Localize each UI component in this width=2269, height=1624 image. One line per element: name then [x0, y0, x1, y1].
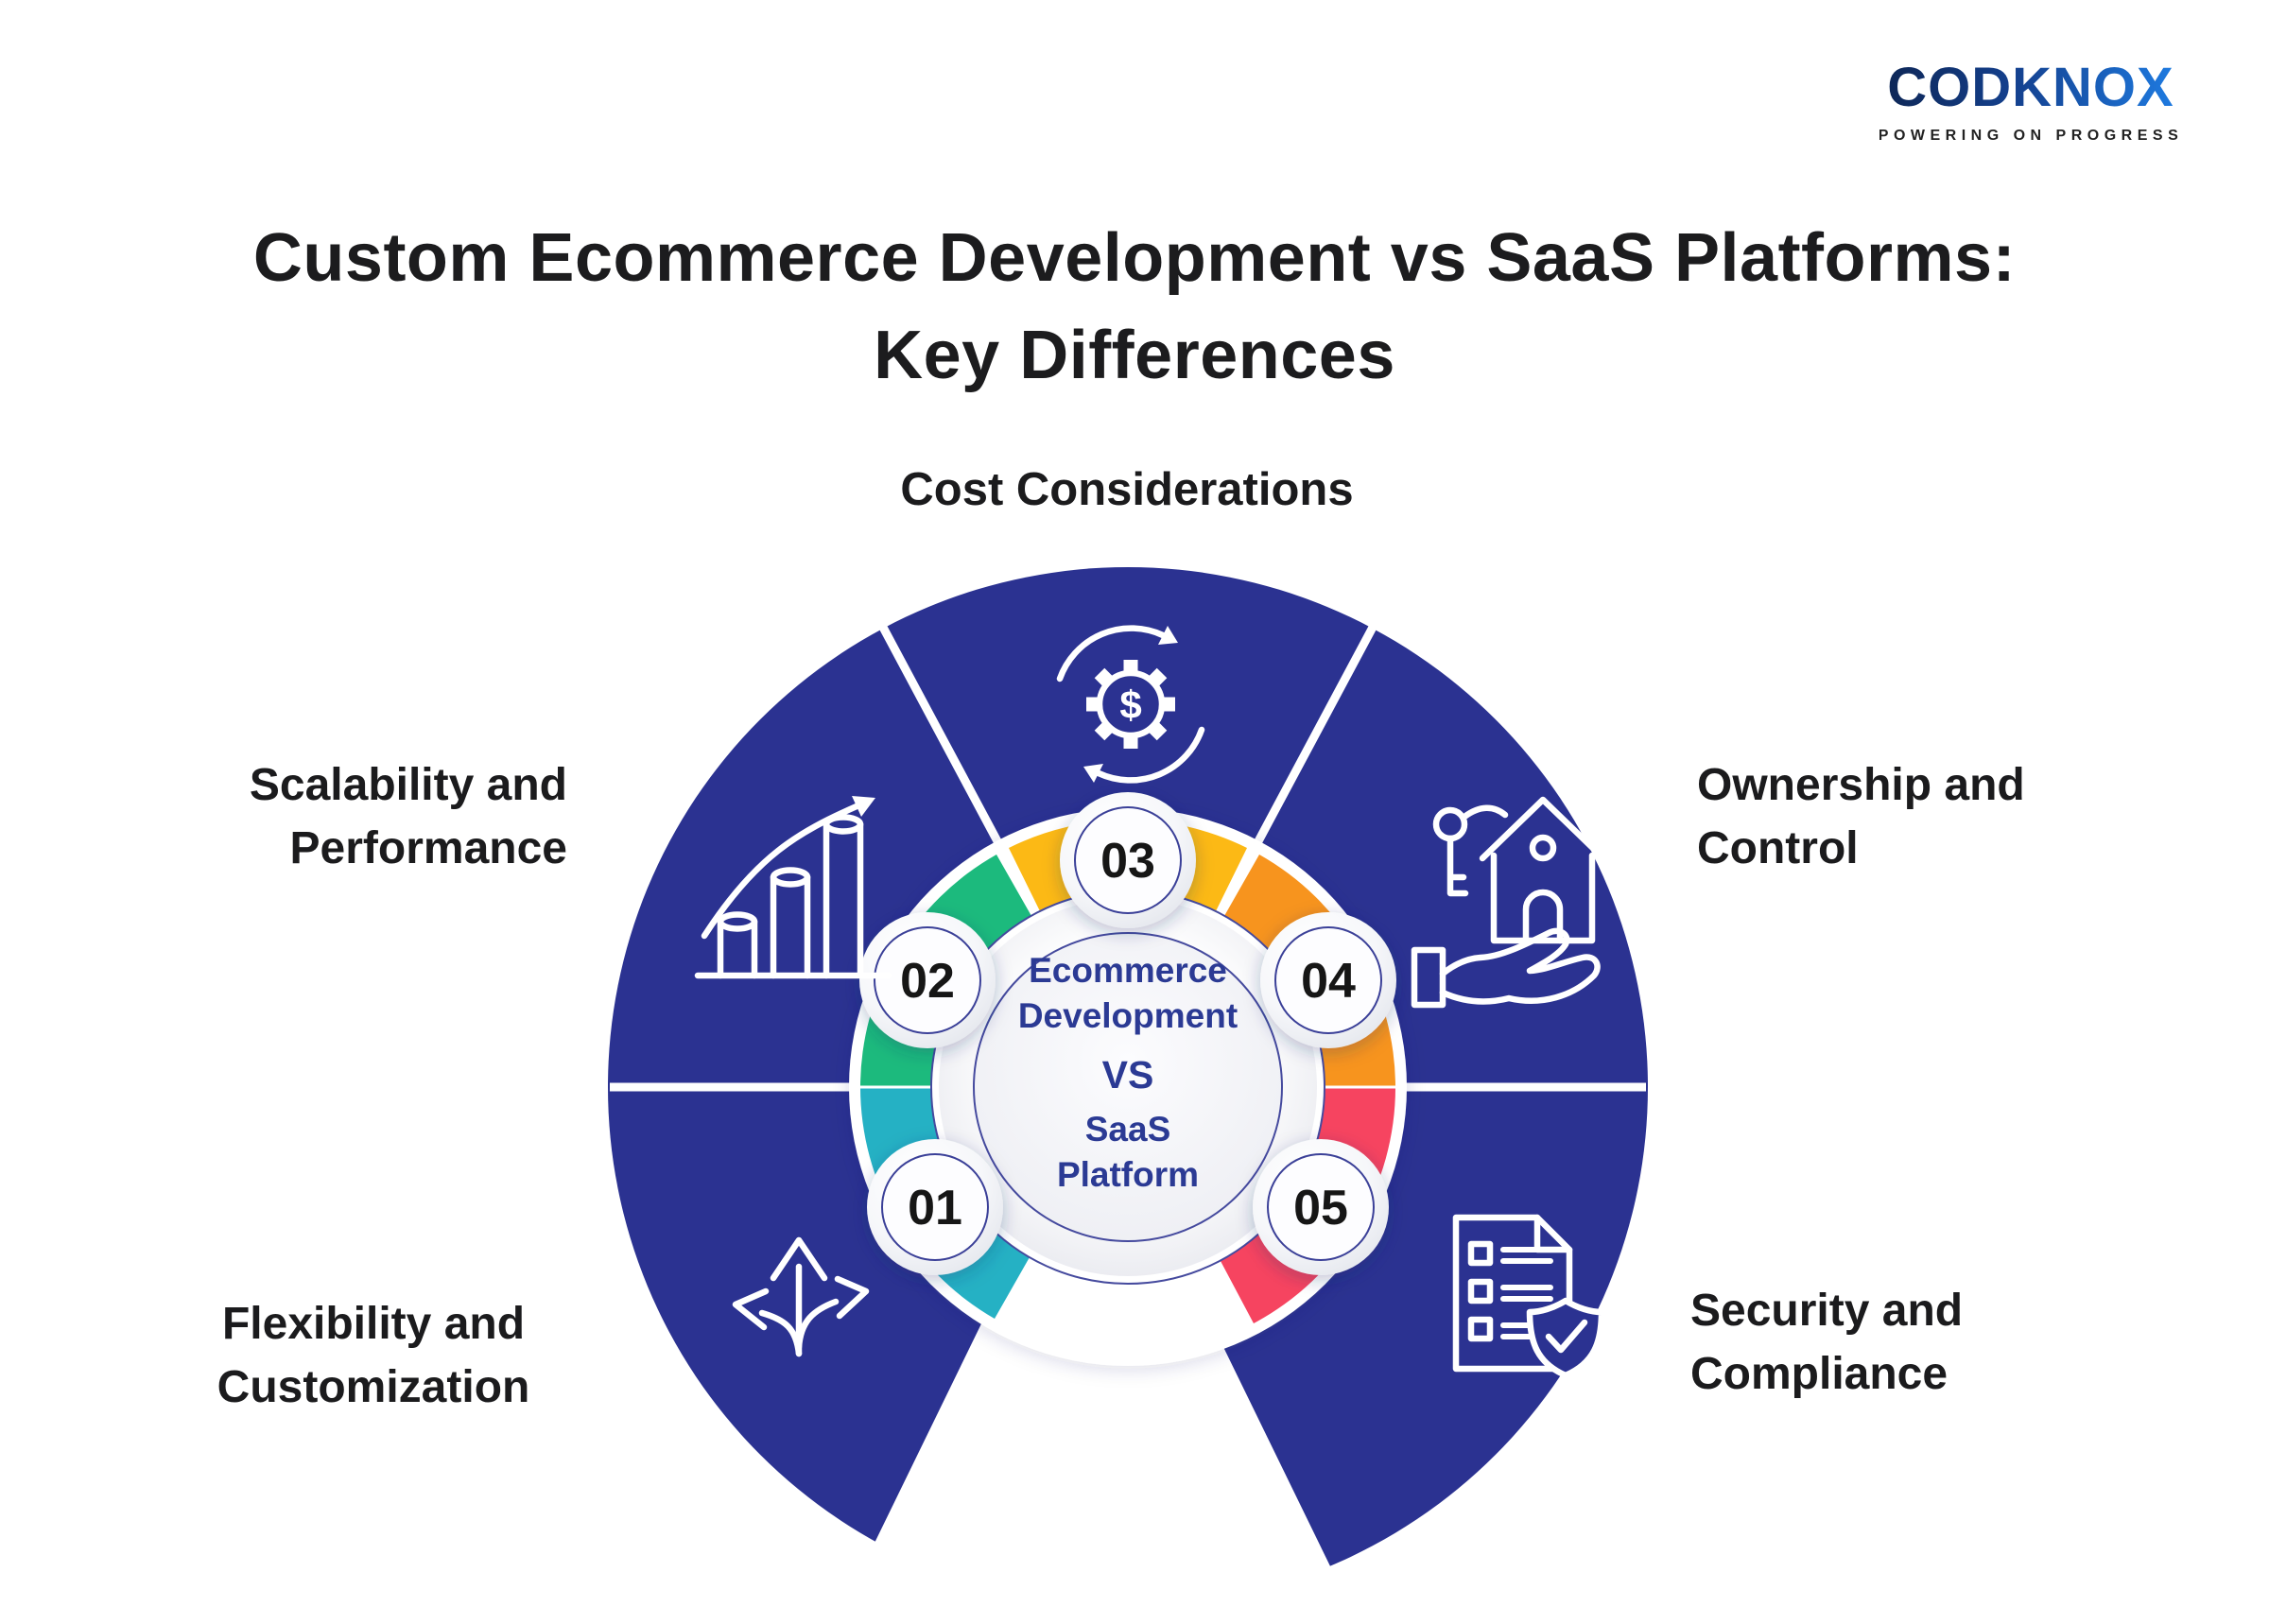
dollar-sign: $	[1119, 682, 1141, 727]
label-scalability-performance: Scalability and Performance	[249, 760, 567, 873]
center-circle	[973, 932, 1283, 1242]
center-ecommerce-label: Ecommerce Development	[1017, 951, 1238, 1035]
brand-logo: CODKNOX POWERING ON PROGRESS	[1879, 45, 2182, 151]
badge-number-04: 04	[1301, 954, 1356, 1009]
step-badge-04: 04	[1260, 912, 1396, 1048]
growth-chart-icon	[694, 796, 892, 979]
key-house-hand-icon	[1411, 796, 1607, 1009]
page-title-line1: Custom Ecommerce Development vs SaaS Pla…	[252, 220, 2017, 296]
brand-logo-text: CODKNOX	[1887, 57, 2174, 118]
step-badges: 01 02 03 04 05	[859, 792, 1396, 1275]
step-badge-05: 05	[1253, 1139, 1389, 1275]
step-badge-03: 03	[1060, 792, 1196, 928]
center-versus-text: Ecommerce Development VS SaaS Platform	[986, 948, 1270, 1198]
badge-number-05: 05	[1293, 1181, 1348, 1235]
label-flexibility-customization: Flexibility and Customization	[217, 1299, 530, 1412]
badge-number-03: 03	[1100, 834, 1155, 889]
label-security-compliance: Security and Compliance	[1690, 1286, 1964, 1399]
dollar-gear-cycle-icon: $	[1056, 625, 1205, 784]
badge-number-01: 01	[908, 1181, 962, 1235]
page-title-line2: Key Differences	[874, 318, 1395, 393]
three-way-arrows-icon	[732, 1236, 870, 1357]
label-ownership-control: Ownership and Control	[1697, 760, 2025, 873]
checklist-shield-icon	[1452, 1214, 1605, 1379]
badge-number-02: 02	[900, 954, 955, 1009]
center-vs-label: VS	[1101, 1053, 1154, 1097]
page-title: Custom Ecommerce Development vs SaaS Pla…	[0, 210, 2269, 405]
step-badge-02: 02	[859, 912, 996, 1048]
brand-tagline: POWERING ON PROGRESS	[1879, 128, 2182, 144]
label-cost-considerations: Cost Considerations	[900, 464, 1354, 515]
step-badge-01: 01	[867, 1139, 1003, 1275]
center-saas-label: SaaS Platform	[1056, 1110, 1200, 1194]
